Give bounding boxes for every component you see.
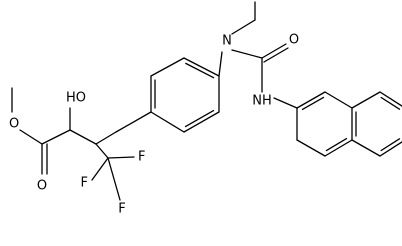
ring-bond-3 xyxy=(183,57,220,77)
naph-a-2 xyxy=(324,91,353,109)
fluorine-bottom-label: F xyxy=(118,202,125,217)
ester-ether-oxygen-label: O xyxy=(9,117,19,132)
ester-o-carbonyl-bond xyxy=(19,129,43,145)
naph-b-2 xyxy=(379,91,402,107)
nh-naphthyl-bond xyxy=(273,97,298,109)
ring-double-3 xyxy=(184,109,215,128)
naph-a-1 xyxy=(296,91,326,109)
urea-carbonyl-oxygen-label: O xyxy=(289,33,299,48)
naph-b-double-2 xyxy=(380,138,401,152)
urea-c-o-double-a xyxy=(261,43,287,59)
ring-bond-6 xyxy=(150,111,185,133)
aryl-n-bond xyxy=(218,51,223,77)
ring-bond-5 xyxy=(183,111,220,133)
atom-label-layer: HO O O F F F N O NH xyxy=(9,33,299,217)
f-left-bond xyxy=(91,157,109,181)
naph-b-double-1 xyxy=(380,96,401,110)
urea-c-o-double-b xyxy=(263,47,289,63)
amine-nitrogen-label: N xyxy=(222,34,232,49)
cf3-carbon-f-top-bond xyxy=(95,143,109,159)
n-methyl-bond-stub xyxy=(231,19,256,35)
naph-b-1 xyxy=(351,91,381,109)
carbonyl-alpha-bond xyxy=(41,129,71,145)
f-bottom-bond xyxy=(107,157,121,201)
cf3-aryl-bond xyxy=(95,131,117,145)
aryl-cf3-link-bond xyxy=(115,111,152,133)
hydroxyl-label: HO xyxy=(66,91,86,106)
fluorine-left-label: F xyxy=(81,176,88,191)
naph-a-5 xyxy=(296,139,326,157)
ring-bond-2 xyxy=(150,57,185,77)
urea-nh-label: NH xyxy=(252,94,272,109)
bond-layer xyxy=(11,1,402,201)
naph-a-4 xyxy=(324,139,353,157)
alpha-cf3-bond xyxy=(69,129,97,145)
fluorine-top-label: F xyxy=(138,150,145,165)
ester-carbonyl-oxygen-label: O xyxy=(37,179,47,194)
naph-b-5 xyxy=(351,139,381,157)
f-top-bond xyxy=(107,156,135,159)
naph-a-double-2 xyxy=(325,137,348,152)
naph-a-double-1 xyxy=(301,96,325,111)
naph-b-4 xyxy=(379,141,402,157)
ring-double-2 xyxy=(185,62,215,79)
n-carbonyl-bond xyxy=(231,49,263,59)
